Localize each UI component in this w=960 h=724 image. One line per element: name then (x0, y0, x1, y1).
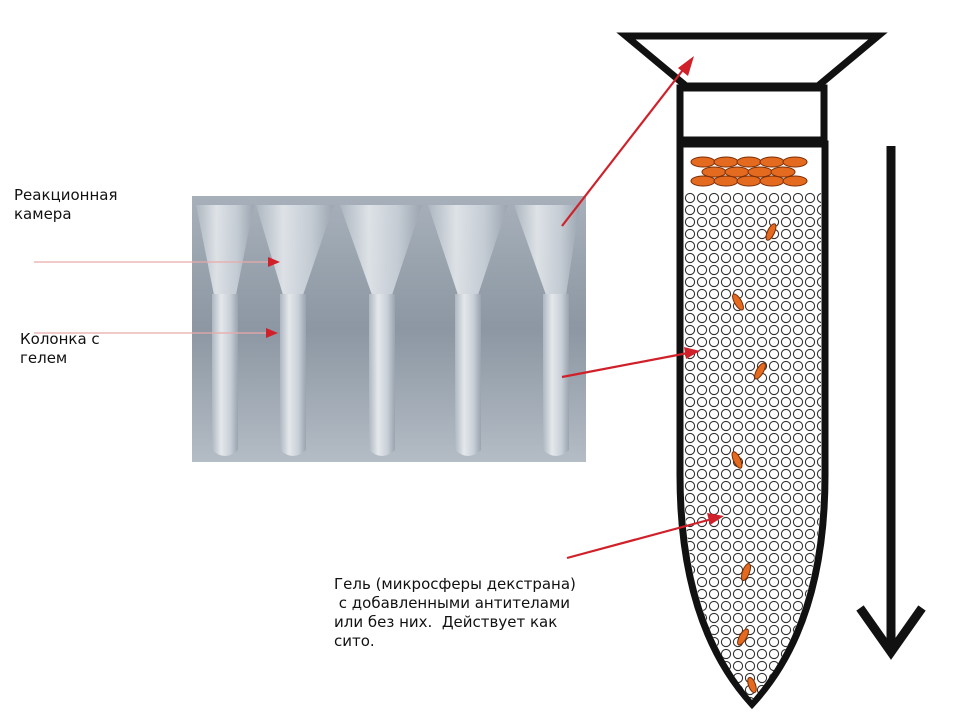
gel-beads (684, 192, 821, 700)
gel-description-label: Гель (микросферы декстрана) с добавленны… (334, 575, 576, 650)
gel-card-photo (192, 196, 586, 462)
photo-column-2 (256, 205, 334, 456)
chamber-pointer (268, 257, 280, 267)
photo-column-5 (514, 205, 580, 456)
reaction-chamber-label: Реакционная камера (14, 186, 118, 223)
funnel (616, 32, 888, 90)
arrow-to-gel (561, 347, 700, 379)
arrow-from-label (566, 513, 724, 560)
migrating-cells (731, 223, 777, 694)
gel-column-label: Колонка с гелем (20, 330, 100, 367)
schematic-tube (616, 32, 888, 710)
arrow-to-funnel (561, 56, 694, 227)
reaction-chamber-box (676, 84, 828, 144)
red-arrows (561, 56, 724, 560)
photo-column-4 (428, 205, 508, 456)
photo-column-1 (196, 205, 254, 456)
column-pointer (266, 328, 278, 338)
red-cell-layer (686, 150, 819, 188)
photo-column-3 (340, 205, 422, 456)
down-arrow-icon (856, 146, 926, 660)
